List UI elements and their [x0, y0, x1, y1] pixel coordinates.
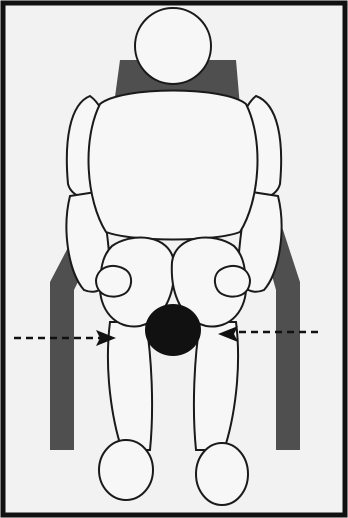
head: [135, 8, 211, 84]
right-hand: [215, 266, 250, 297]
left-foot: [99, 440, 153, 500]
torso: [89, 91, 258, 240]
right-foot: [196, 443, 248, 505]
left-hand: [96, 266, 131, 297]
squeeze-ball: [145, 304, 201, 356]
